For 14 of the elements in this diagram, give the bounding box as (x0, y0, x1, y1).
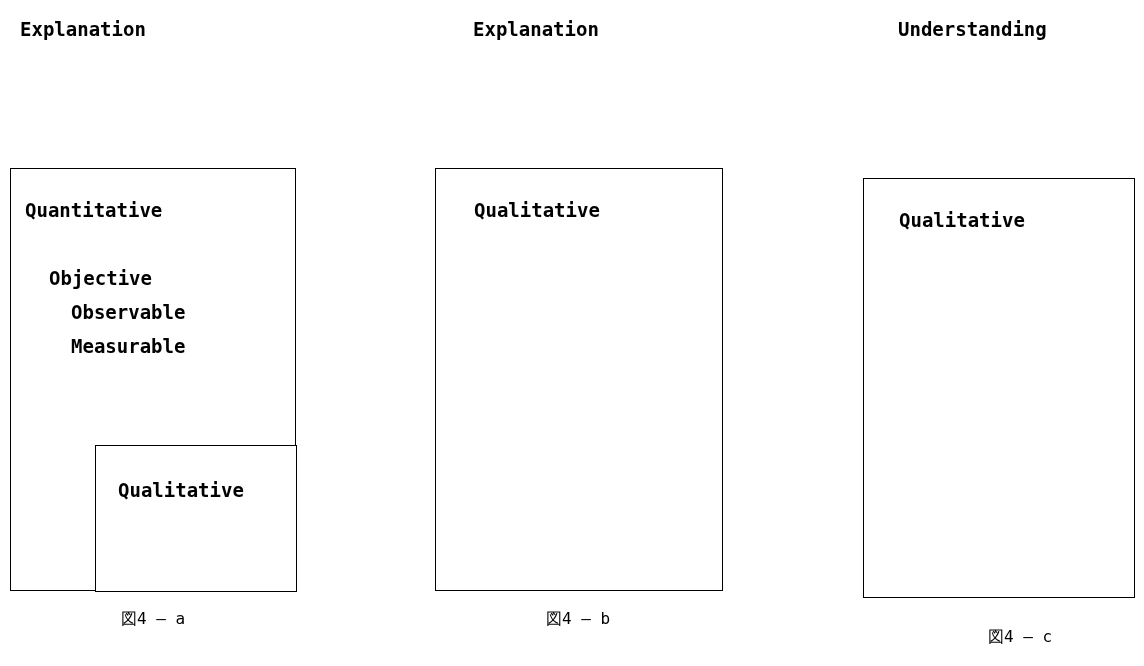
column-heading: Explanation (20, 18, 146, 40)
category-label: Qualitative (118, 479, 244, 501)
category-label: Objective (49, 267, 152, 289)
category-label: Measurable (71, 335, 186, 357)
category-label: Qualitative (899, 209, 1025, 231)
figure-caption: 図4 — c (988, 627, 1053, 648)
figure-caption: 図4 — b (546, 609, 611, 630)
column-heading: Understanding (898, 18, 1047, 40)
category-label: Quantitative (25, 199, 163, 221)
category-box (95, 445, 297, 592)
figure-caption: 図4 — a (121, 609, 186, 630)
category-label: Qualitative (474, 199, 600, 221)
category-label: Observable (71, 301, 186, 323)
column-heading: Explanation (473, 18, 599, 40)
